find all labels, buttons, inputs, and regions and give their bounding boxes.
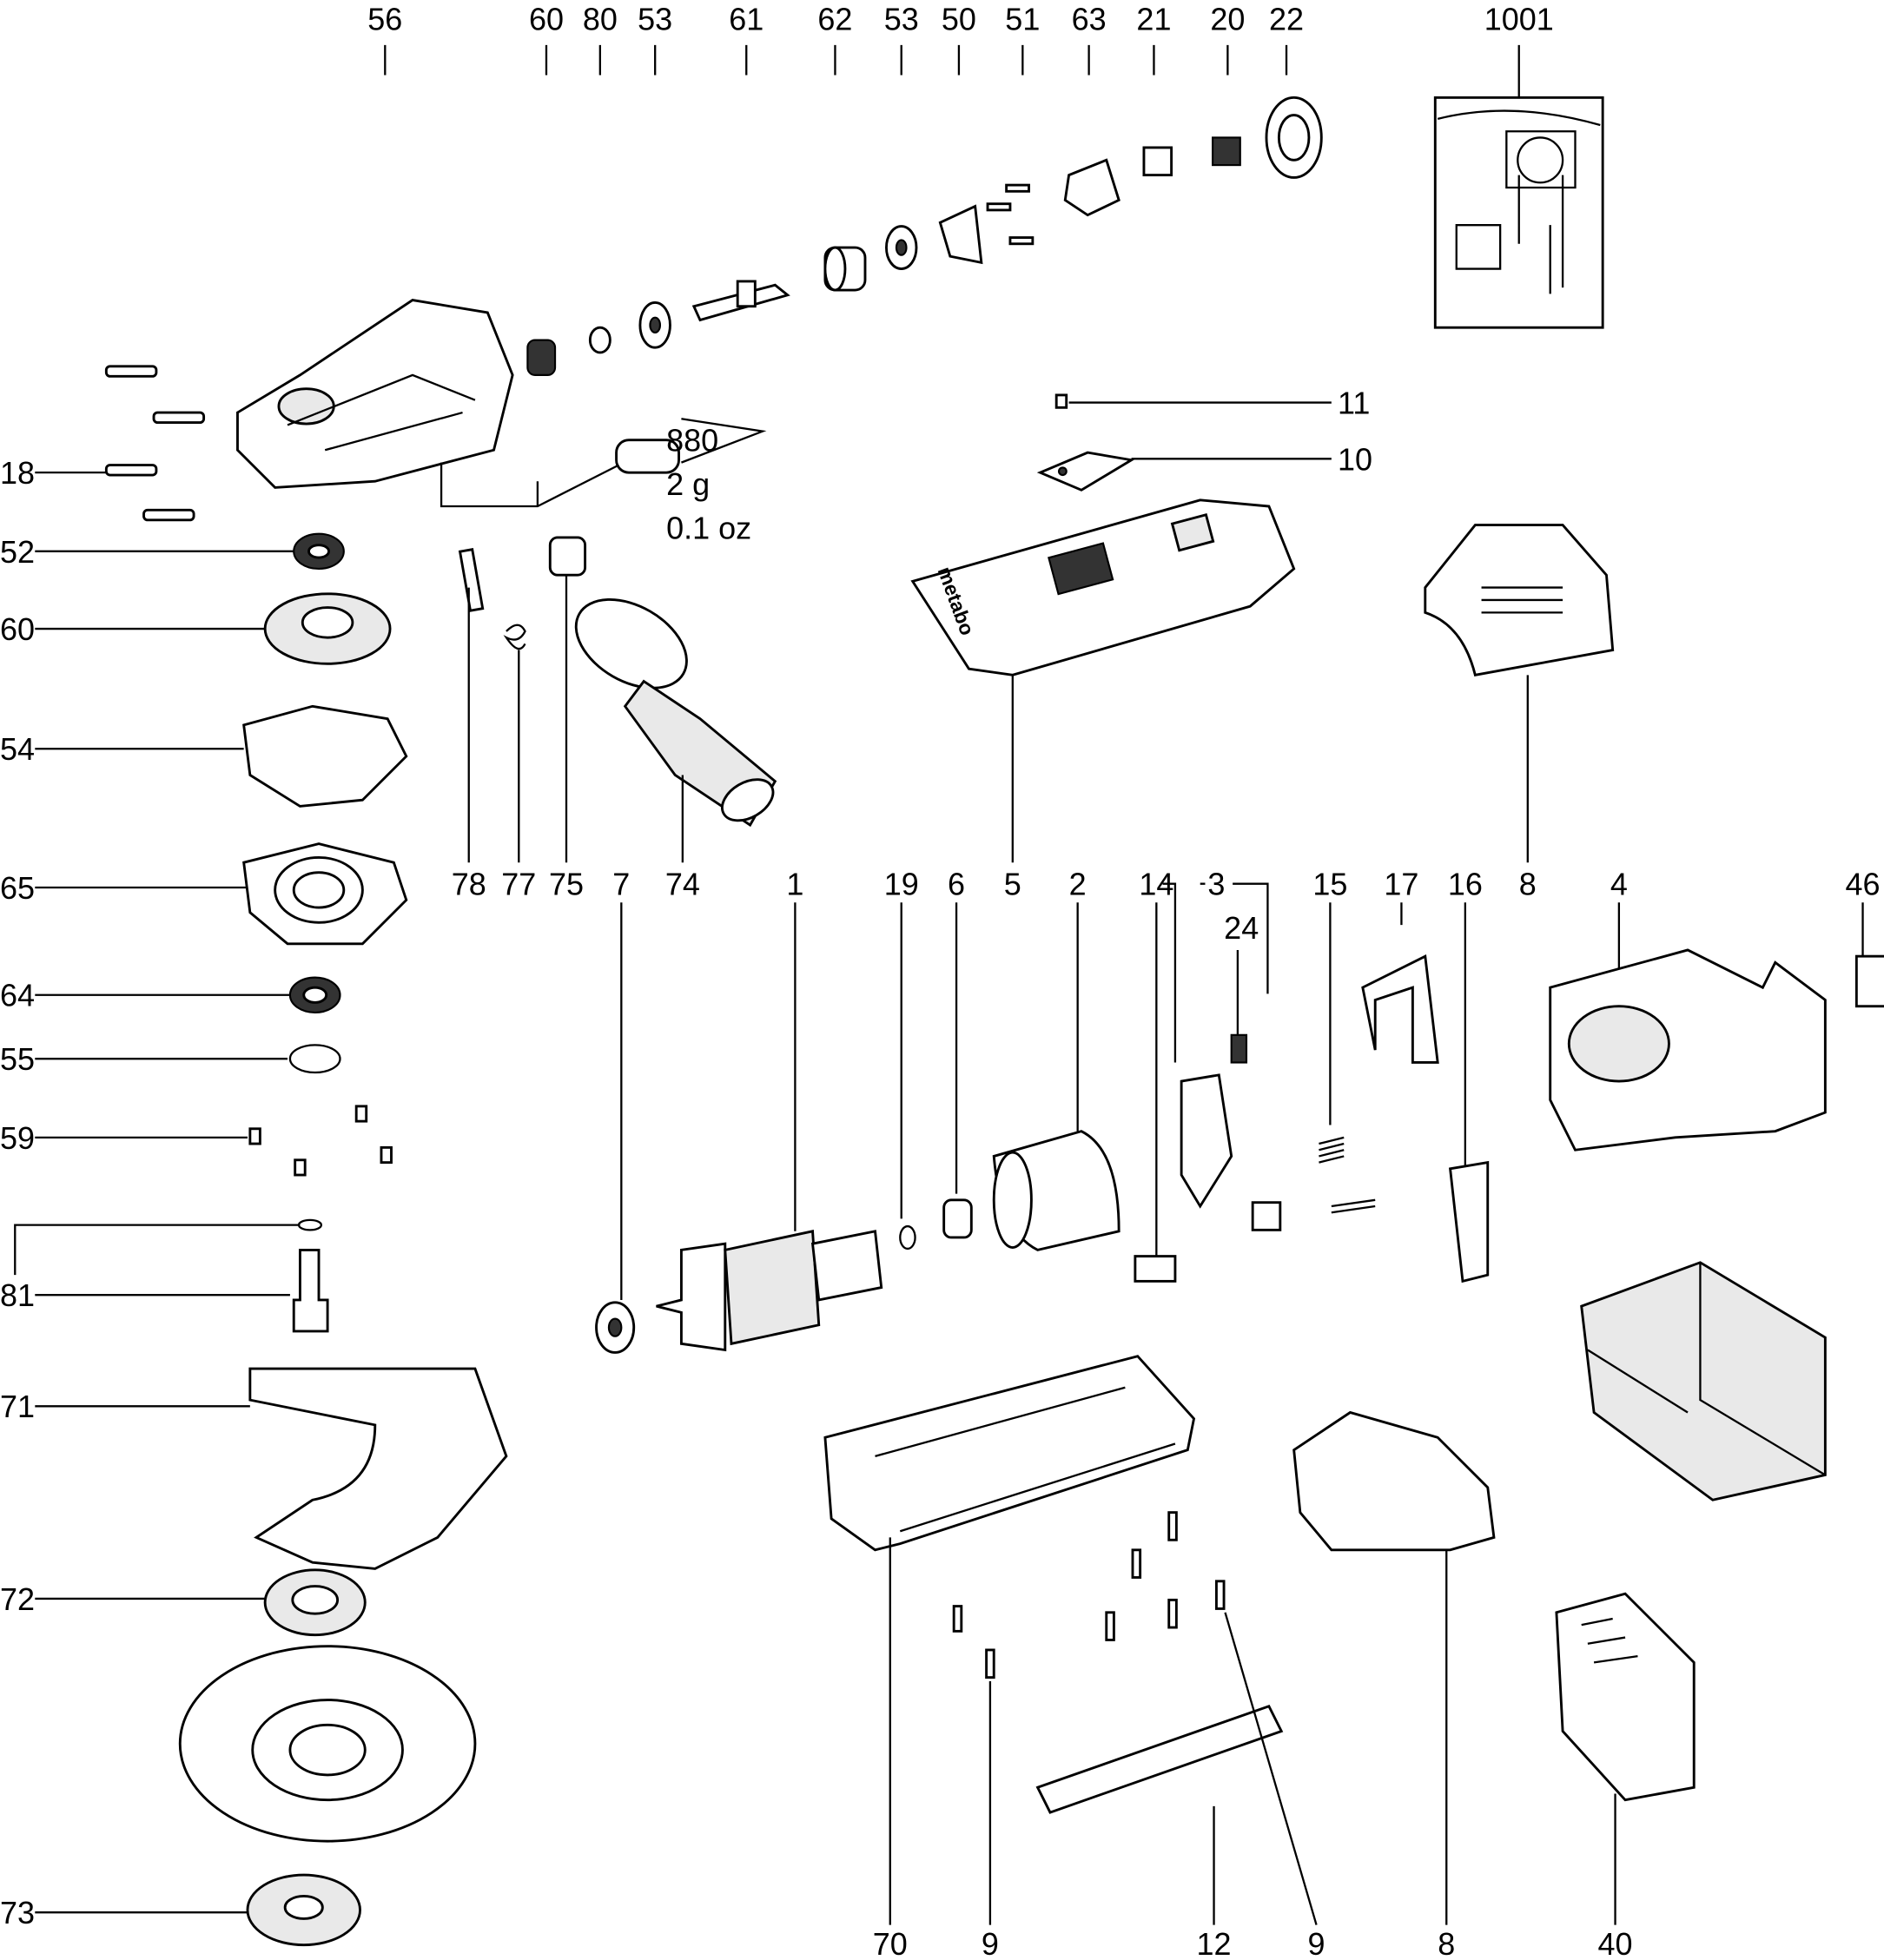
label-78: 78 — [452, 867, 486, 902]
handle-housing-70 — [823, 1355, 1196, 1552]
label-54: 54 — [0, 731, 35, 767]
label-56: 56 — [367, 2, 402, 37]
label-18: 18 — [0, 455, 35, 491]
gear-head-56 — [236, 299, 514, 489]
label-1001: 1001 — [1484, 2, 1554, 37]
battery-pack — [1580, 1261, 1827, 1501]
label-65: 65 — [0, 870, 35, 906]
label-62: 62 — [817, 2, 852, 37]
label-9-b: 9 — [1308, 1926, 1325, 1960]
label-17: 17 — [1384, 867, 1418, 902]
label-52: 52 — [0, 534, 35, 570]
grease-tube-880: 880 2 g 0.1 oz — [440, 418, 767, 545]
label-55: 55 — [0, 1041, 35, 1077]
label-5: 5 — [1004, 867, 1021, 902]
label-2: 2 — [1069, 867, 1087, 902]
label-81: 81 — [0, 1277, 35, 1313]
label-20: 20 — [1210, 2, 1245, 37]
label-60-top: 60 — [529, 2, 564, 37]
label-4: 4 — [1610, 867, 1628, 902]
label-77: 77 — [501, 867, 536, 902]
label-80: 80 — [583, 2, 618, 37]
housing-cover-8-lower — [1292, 1410, 1496, 1552]
label-11: 11 — [1338, 386, 1370, 421]
bottom-labels: 70 9 12 9 8 40 — [873, 1537, 1633, 1960]
grease-part-number: 880 — [666, 423, 718, 459]
label-22: 22 — [1269, 2, 1304, 37]
label-63: 63 — [1072, 2, 1107, 37]
label-15: 15 — [1312, 867, 1347, 902]
label-74: 74 — [665, 867, 700, 902]
label-16: 16 — [1448, 867, 1483, 902]
label-60-left: 60 — [0, 611, 35, 647]
armature-1 — [656, 1242, 727, 1352]
grease-weight-g: 2 g — [666, 466, 710, 502]
label-8-bottom: 8 — [1438, 1926, 1455, 1960]
screws-18 — [104, 365, 206, 522]
grease-weight-oz: 0.1 oz — [666, 510, 751, 545]
label-1: 1 — [786, 867, 803, 902]
label-21: 21 — [1136, 2, 1171, 37]
side-handle-74 — [574, 597, 688, 690]
switch-4 — [1549, 948, 1827, 1152]
middle-labels: 78 77 75 7 74 1 19 6 5 2 14 3 24 15 17 1… — [452, 575, 1881, 1300]
label-50: 50 — [942, 2, 976, 37]
label-40: 40 — [1598, 1926, 1633, 1960]
label-61: 61 — [729, 2, 764, 37]
label-72: 72 — [0, 1581, 35, 1617]
label-71: 71 — [0, 1389, 35, 1424]
label-64: 64 — [0, 978, 35, 1013]
label-46: 46 — [1846, 867, 1881, 902]
label-9-a: 9 — [982, 1926, 999, 1960]
label-7: 7 — [612, 867, 630, 902]
label-10: 10 — [1338, 441, 1372, 477]
middle-lower-parts — [595, 948, 1884, 1814]
motor-housing-5 — [910, 498, 1296, 676]
label-24: 24 — [1224, 910, 1259, 946]
label-70: 70 — [873, 1926, 908, 1960]
label-59: 59 — [0, 1120, 35, 1156]
label-6: 6 — [948, 867, 965, 902]
label-53-a: 53 — [638, 2, 672, 37]
cap-40 — [1555, 1592, 1696, 1802]
middle-upper-parts: 11 10 metabo — [458, 386, 1615, 828]
cover-strip-12 — [1035, 1704, 1284, 1814]
label-8-middle: 8 — [1519, 867, 1537, 902]
left-column: 18 52 60 54 65 64 55 59 81 71 72 73 — [0, 455, 508, 1947]
label-51: 51 — [1005, 2, 1040, 37]
label-12: 12 — [1197, 1926, 1232, 1960]
label-3: 3 — [1207, 867, 1225, 902]
top-parts — [104, 96, 1604, 522]
label-75: 75 — [549, 867, 584, 902]
label-53-b: 53 — [884, 2, 919, 37]
top-labels: 56 60 80 53 61 62 53 50 51 63 21 20 22 1… — [367, 2, 1554, 98]
label-19: 19 — [884, 867, 919, 902]
label-73: 73 — [0, 1895, 35, 1930]
